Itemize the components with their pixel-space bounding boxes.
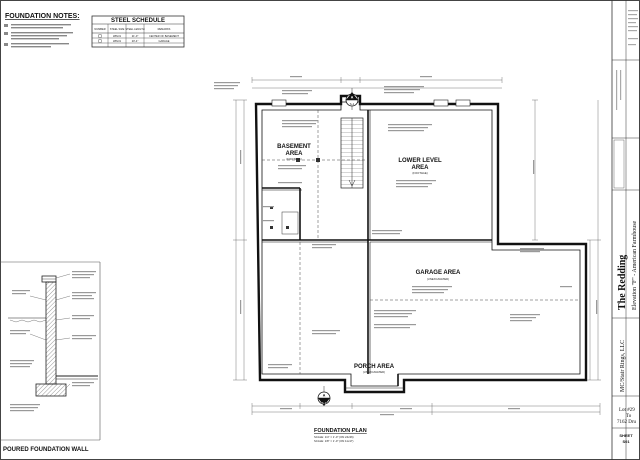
room-porch-name: PORCH AREA [354, 364, 395, 370]
title-block: The Redding Elevation "F" - American Far… [611, 0, 640, 460]
town: To [626, 414, 632, 419]
steel-header-remarks: REMARKS [158, 27, 171, 31]
room-garage: GARAGE AREA (UNEXCAVATED) [416, 270, 461, 281]
room-lower-level: LOWER LEVEL AREA (FOOTAGE) [398, 158, 442, 175]
steel-row-2-length: 20'-4" [132, 39, 139, 43]
builder-name: MC/Stair Rings, LLC [620, 340, 626, 392]
steel-schedule: STEEL SCHEDULE NUMBER STEEL SIZE STEEL L… [91, 15, 185, 48]
room-lower-level-area: AREA [411, 165, 429, 171]
section-marker-bottom-sheet: S-1 [322, 401, 327, 405]
sheet-label: SHEET [619, 433, 633, 438]
steel-row-1-length: 21'-0" [132, 34, 139, 38]
plan-scale-2: SCALE: 1/8" = 1'-0" (ON 11x17) [314, 439, 353, 443]
section-marker-top-letter: A [351, 96, 354, 100]
room-porch-note: (UNEXCAVATED) [363, 370, 385, 374]
plan-scale-1: SCALE: 1/4" = 1'-0" (ON 24x36) [314, 435, 354, 439]
steel-schedule-title: STEEL SCHEDULE [111, 18, 165, 24]
room-garage-note: (UNEXCAVATED) [427, 277, 449, 281]
foundation-wall-hatch [45, 281, 57, 385]
steel-row-2-remarks: GARAGE [158, 39, 169, 43]
room-basement-name: BASEMENT [277, 144, 311, 150]
foundation-plan: BASEMENT AREA (FOOTAGE) LOWER LEVEL AREA… [214, 76, 601, 443]
section-marker-top: A S-1 [345, 88, 359, 110]
section-marker-bottom: A S-1 [317, 386, 331, 406]
plan-title: FOUNDATION PLAN [314, 428, 367, 434]
room-basement-area: AREA [285, 151, 303, 157]
steel-header-size: STEEL SIZE [110, 27, 125, 31]
address: 7162 Dru [617, 420, 637, 425]
room-basement: BASEMENT AREA (FOOTAGE) [277, 144, 311, 161]
project-elevation: Elevation "F" - American Farmhouse [632, 220, 638, 310]
steel-row-1-remarks: CENTER OF BASEMENT [149, 34, 179, 38]
steel-header-length: STEEL LENGTH [125, 27, 144, 31]
section-marker-top-sheet: S-1 [350, 102, 355, 106]
foundation-notes-title: FOUNDATION NOTES: [5, 13, 80, 20]
foundation-notes: FOUNDATION NOTES: [4, 13, 80, 48]
steel-header-number: NUMBER [94, 27, 105, 31]
room-garage-name: GARAGE AREA [416, 270, 461, 276]
project-name: The Redding [617, 255, 628, 310]
section-marker-bottom-letter: A [323, 394, 326, 398]
footing-hatch [35, 383, 67, 397]
wall-section-title: POURED FOUNDATION WALL [3, 447, 89, 453]
wall-section-detail: POURED FOUNDATION WALL [0, 261, 101, 453]
room-lower-level-name: LOWER LEVEL [398, 158, 442, 164]
room-lower-level-note: (FOOTAGE) [412, 171, 427, 175]
steel-row-2-size: W8x31 [113, 39, 122, 43]
lot-number: Lot #29 [619, 408, 635, 413]
sheet-number: S01 [622, 439, 630, 444]
steel-row-1-size: W8x31 [113, 34, 122, 38]
room-porch: PORCH AREA (UNEXCAVATED) [354, 364, 395, 374]
room-basement-note: (FOOTAGE) [286, 157, 301, 161]
